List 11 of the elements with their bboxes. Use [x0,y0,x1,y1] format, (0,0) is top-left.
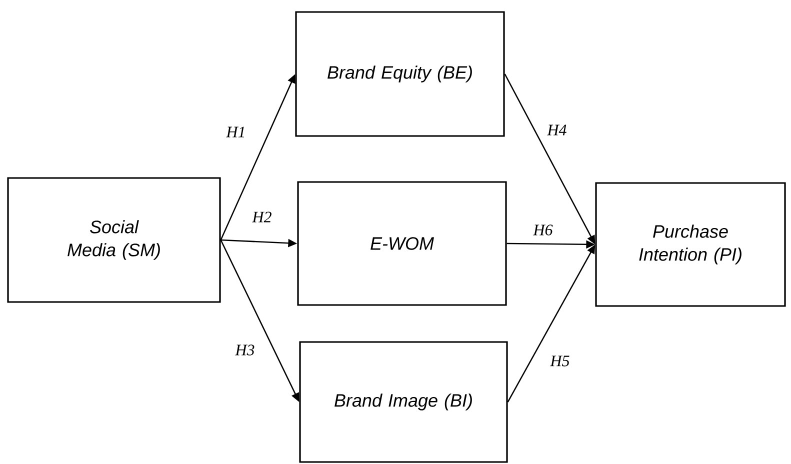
concept-box: Social Media (SM) [7,177,221,303]
concept-box: Brand Equity (BE) [295,11,505,137]
concept-box: Brand Image (BI) [299,341,508,463]
edge-label: H4 [546,124,568,136]
concept-box: Purchase Intention (PI) [595,182,786,307]
edge-label: H5 [549,354,571,368]
concept-box: E-WOM [297,181,507,306]
edge-label: H2 [251,210,273,224]
edge-label: H6 [532,224,554,236]
edge-label: H1 [225,126,247,138]
edge-label: H3 [234,344,256,356]
